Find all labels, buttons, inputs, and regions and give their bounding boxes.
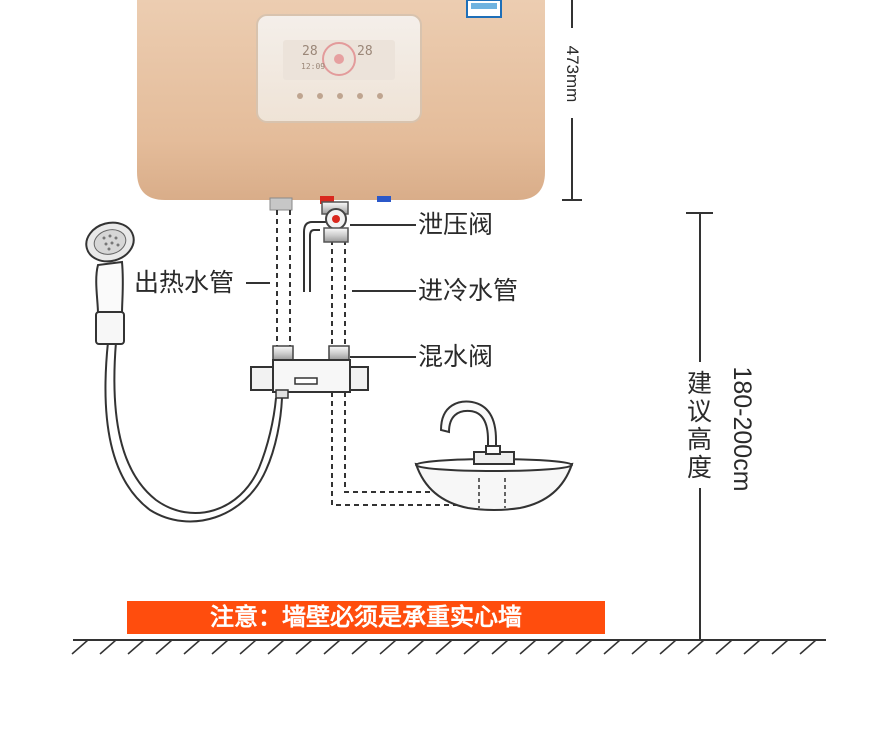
- floor-hatch: [379, 639, 397, 655]
- floor-hatch: [547, 639, 565, 655]
- floor-hatch: [771, 639, 789, 655]
- install-height-value: 180-200cm: [728, 366, 756, 492]
- floor-hatch: [743, 639, 761, 655]
- panel-time: 12:09: [301, 62, 326, 71]
- warning-text: 注意：墙壁必须是承重实心墙: [210, 603, 522, 631]
- floor-hatch: [603, 639, 621, 655]
- floor-hatch: [715, 639, 733, 655]
- panel-dial-icon: [322, 42, 356, 76]
- floor-hatch: [323, 639, 341, 655]
- water-heater: [137, 0, 545, 211]
- floor-hatch: [575, 639, 593, 655]
- panel-buttons: [297, 93, 383, 99]
- floor-hatch: [99, 639, 117, 655]
- hot-outlet-connector: [269, 197, 293, 211]
- shower-hose: [104, 341, 283, 523]
- floor-hatch: [491, 639, 509, 655]
- hot-marker: [320, 196, 334, 204]
- floor-hatch: [351, 639, 369, 655]
- floor-hatch: [463, 639, 481, 655]
- floor-hatch: [631, 639, 649, 655]
- panel-right-temp: 28: [357, 44, 373, 59]
- floor-hatch: [239, 639, 257, 655]
- floor-hatch: [71, 639, 89, 655]
- install-height-caption: 建 议 高 度: [687, 370, 715, 482]
- floor-hatch: [127, 639, 145, 655]
- heater-height-label: 473mm: [563, 45, 582, 103]
- hot-outlet-label: 出热水管: [134, 268, 235, 297]
- mixing-valve-label: 混水阀: [418, 342, 494, 371]
- floor-hatch: [211, 639, 229, 655]
- relief-valve: [321, 201, 349, 243]
- floor-hatch: [295, 639, 313, 655]
- floor-hatch: [407, 639, 425, 655]
- floor: [71, 639, 826, 655]
- floor-hatch: [435, 639, 453, 655]
- caption-char-2: 议: [687, 397, 713, 426]
- sink: [414, 458, 574, 511]
- floor-hatch: [687, 639, 705, 655]
- cold-inlet-label: 进冷水管: [418, 276, 519, 305]
- caption-char-1: 建: [687, 369, 713, 398]
- caption-char-4: 度: [687, 453, 713, 482]
- leader-lines: [246, 224, 416, 358]
- mixing-valve: [250, 345, 369, 399]
- relief-valve-label: 泄压阀: [418, 210, 494, 239]
- floor-hatch: [155, 639, 173, 655]
- panel-left-temp: 28: [302, 44, 318, 59]
- floor-hatch: [183, 639, 201, 655]
- faucet: [439, 400, 515, 465]
- cold-marker: [377, 196, 391, 202]
- floor-hatch: [519, 639, 537, 655]
- floor-hatch: [267, 639, 285, 655]
- heater-dimension: [562, 0, 582, 201]
- shower-head: [85, 221, 135, 345]
- install-height-dimension: [686, 212, 713, 640]
- pipes: [276, 210, 475, 506]
- caption-char-3: 高: [687, 425, 713, 454]
- floor-hatch: [659, 639, 677, 655]
- floor-hatch: [799, 639, 817, 655]
- warning-bar: [127, 601, 605, 634]
